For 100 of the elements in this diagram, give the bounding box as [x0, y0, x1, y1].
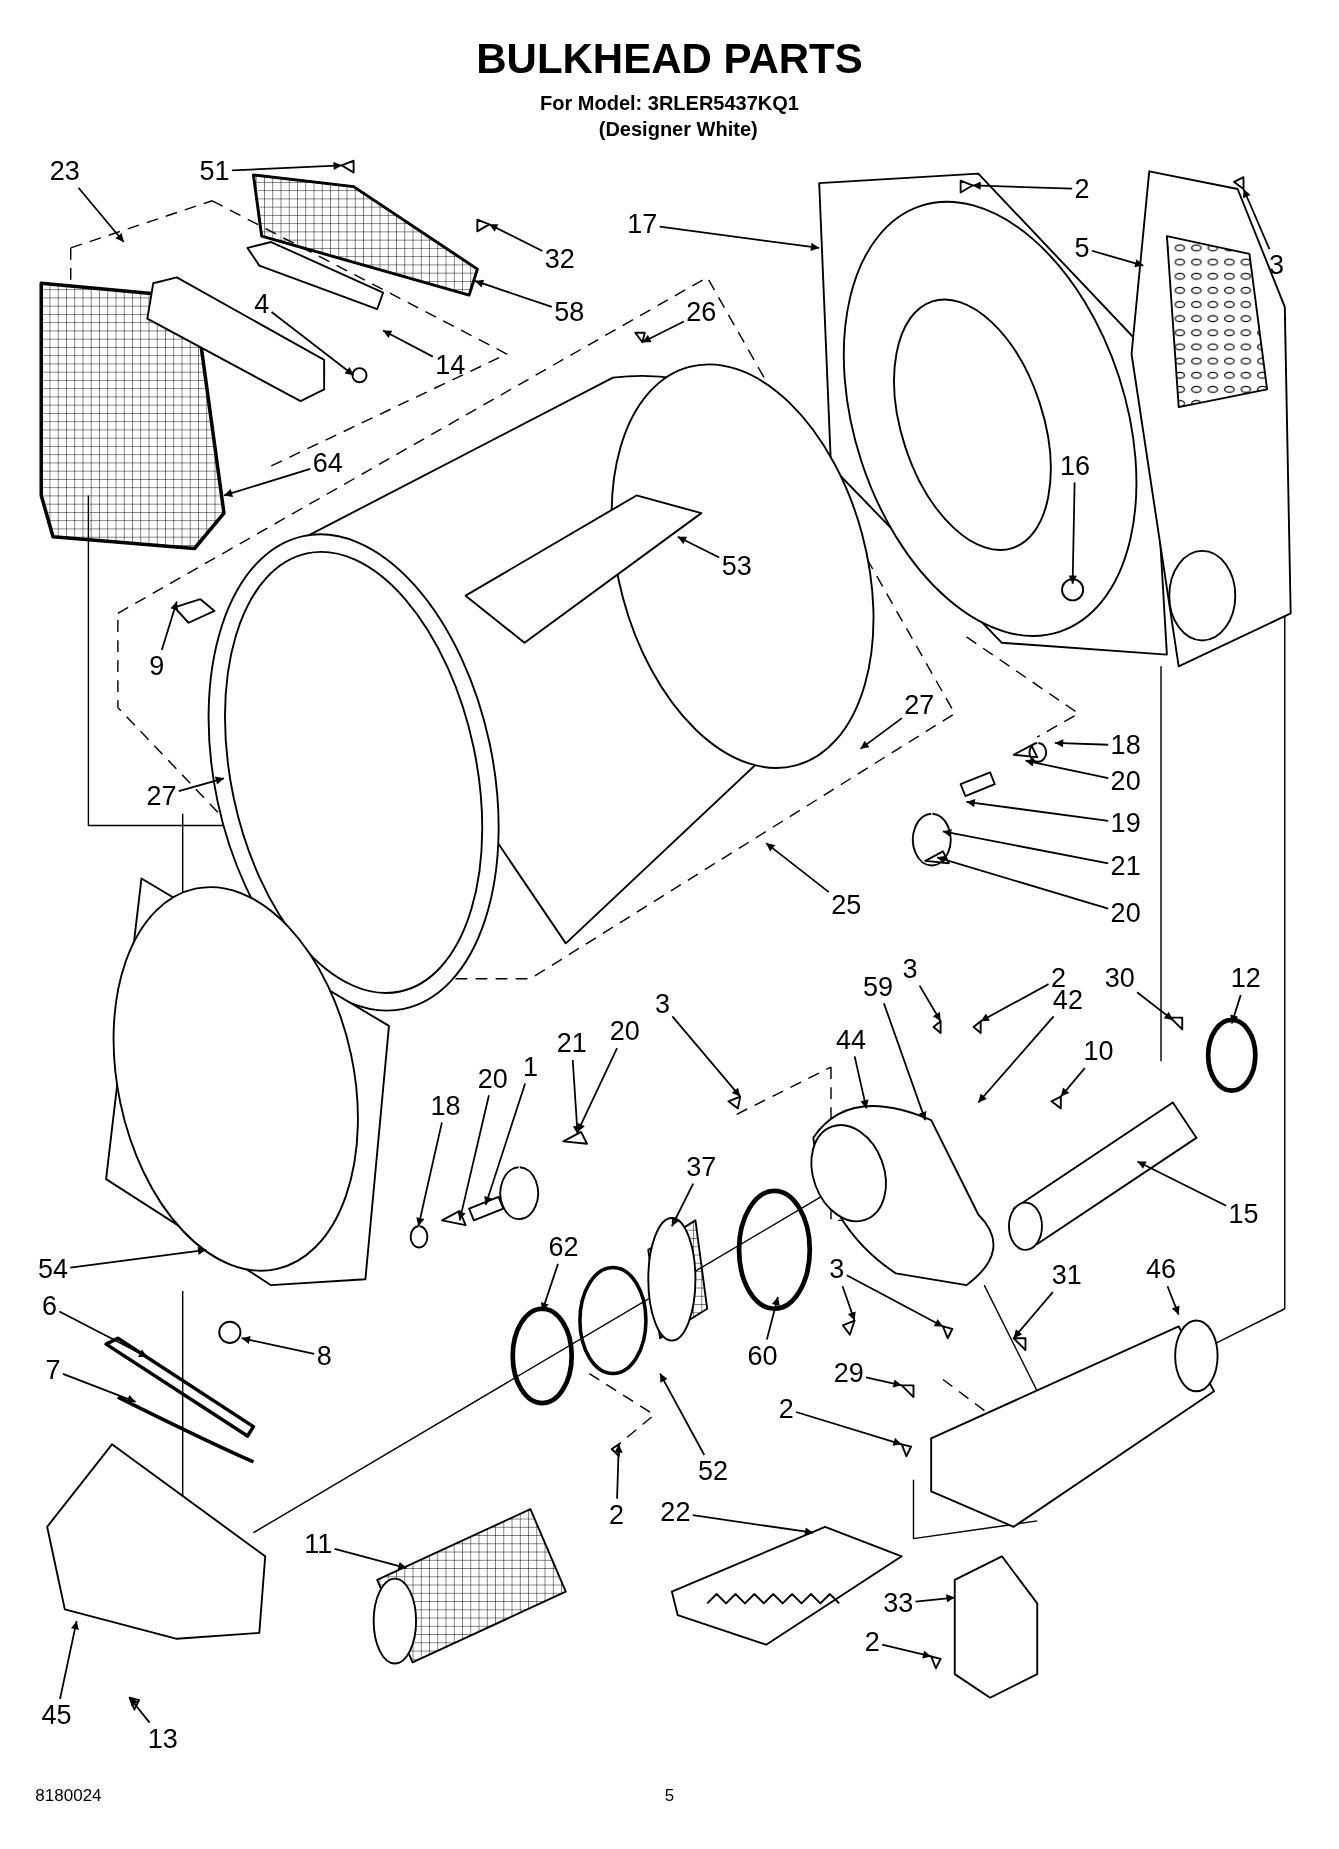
callout-number: 46: [1146, 1255, 1177, 1284]
leader-line: [841, 1285, 856, 1322]
leader-line: [765, 842, 830, 893]
leader-line: [1091, 249, 1145, 268]
leader-line: [576, 1047, 618, 1133]
callout-number: 27: [904, 690, 935, 719]
leader-line: [540, 1262, 559, 1312]
callout-number: 18: [1110, 730, 1141, 759]
callout-number: 2: [608, 1500, 624, 1529]
callout-number: 17: [627, 209, 658, 238]
callout-number: 12: [1230, 964, 1261, 993]
model-number: For Model: 3RLER5437KQ1: [540, 91, 799, 115]
leader-line: [795, 1411, 903, 1446]
leader-line: [488, 223, 544, 252]
leader-line: [416, 1121, 443, 1228]
callout-number: 33: [883, 1589, 914, 1617]
leader-line: [1136, 991, 1174, 1021]
leader-line: [1166, 1285, 1180, 1316]
callout-number: 13: [147, 1724, 178, 1753]
callout-number: 51: [199, 156, 230, 185]
callout-number: 1: [522, 1052, 538, 1081]
callout-number: 8: [316, 1341, 332, 1370]
leader-line: [883, 1002, 927, 1122]
leader-line: [240, 1335, 316, 1355]
leader-line: [270, 311, 355, 377]
title: BULKHEAD PARTS: [476, 35, 863, 84]
callout-number: 52: [698, 1457, 729, 1485]
callout-number: 21: [1110, 852, 1141, 881]
leader-line: [658, 225, 821, 251]
leader-line: [484, 1082, 526, 1206]
callout-number: 37: [686, 1152, 717, 1181]
callout-number: 26: [686, 298, 717, 327]
leader-line: [1242, 188, 1271, 251]
leader-line: [1024, 758, 1110, 780]
callout-number: 15: [1228, 1200, 1259, 1229]
leader-line: [942, 828, 1110, 865]
callout-number: 25: [831, 891, 862, 920]
leader-line: [69, 1246, 208, 1269]
callout-number: 53: [721, 551, 752, 580]
callout-number: 30: [1104, 964, 1135, 993]
leader-line: [382, 329, 434, 358]
callout-number: 16: [1059, 451, 1090, 480]
callout-number: 20: [477, 1064, 508, 1093]
leader-line: [659, 1372, 706, 1456]
callout-number: 4: [254, 290, 270, 319]
callout-number: 3: [829, 1255, 845, 1284]
leader-line: [1136, 1160, 1227, 1207]
callout-number: 60: [747, 1341, 778, 1370]
leader-line: [914, 1594, 956, 1603]
callout-number: 58: [554, 298, 585, 327]
callout-number: 2: [864, 1627, 880, 1656]
callout-number: 22: [660, 1498, 691, 1527]
leader-line: [691, 1514, 815, 1536]
leader-line: [1054, 739, 1110, 748]
leader-line: [58, 1310, 149, 1358]
callout-number: 3: [1269, 251, 1285, 280]
leader-line: [979, 983, 1050, 1023]
callout-number: 10: [1083, 1037, 1114, 1066]
callout-number: 29: [833, 1359, 864, 1388]
leader-line: [223, 468, 312, 497]
leader-line: [641, 320, 685, 344]
callout-number: 20: [1110, 767, 1141, 796]
leader-line: [859, 717, 903, 750]
callout-number: 6: [42, 1292, 57, 1320]
leader-line: [177, 776, 225, 792]
callout-number: 54: [38, 1255, 69, 1284]
callout-number: 44: [836, 1025, 867, 1054]
leader-line: [671, 1015, 742, 1098]
leader-line: [936, 855, 1110, 910]
leader-line: [160, 600, 179, 651]
callout-number: 11: [304, 1530, 333, 1559]
leader-line: [62, 1372, 137, 1403]
callout-number: 14: [435, 351, 466, 380]
page-number: 5: [664, 1785, 675, 1806]
leader-line: [765, 1296, 780, 1341]
leader-line: [1012, 1291, 1054, 1340]
callout-number: 5: [1074, 233, 1090, 262]
callout-number: 31: [1051, 1261, 1082, 1290]
callout-number: 20: [1110, 899, 1141, 928]
callout-number: 9: [149, 651, 165, 680]
leader-line: [918, 984, 942, 1023]
leader-line: [230, 161, 343, 172]
callout-number: 21: [556, 1029, 587, 1058]
callout-number: 23: [49, 156, 80, 185]
leader-line: [845, 1274, 944, 1328]
leader-line: [865, 1376, 903, 1388]
callout-number: 62: [548, 1233, 579, 1262]
color-name: (Designer White): [598, 117, 758, 141]
callout-number: 59: [863, 972, 894, 1001]
leader-line: [1059, 1067, 1086, 1098]
callout-number: 2: [778, 1394, 794, 1423]
leader-line: [853, 1055, 869, 1110]
document-number: 8180024: [35, 1785, 102, 1806]
callout-number: 7: [45, 1355, 61, 1384]
leader-line: [457, 1094, 490, 1222]
leader-line: [474, 279, 553, 308]
callout-number: 18: [430, 1091, 461, 1120]
leader-line: [971, 181, 1074, 190]
leader-line: [676, 535, 721, 559]
leader-line: [59, 1620, 79, 1700]
